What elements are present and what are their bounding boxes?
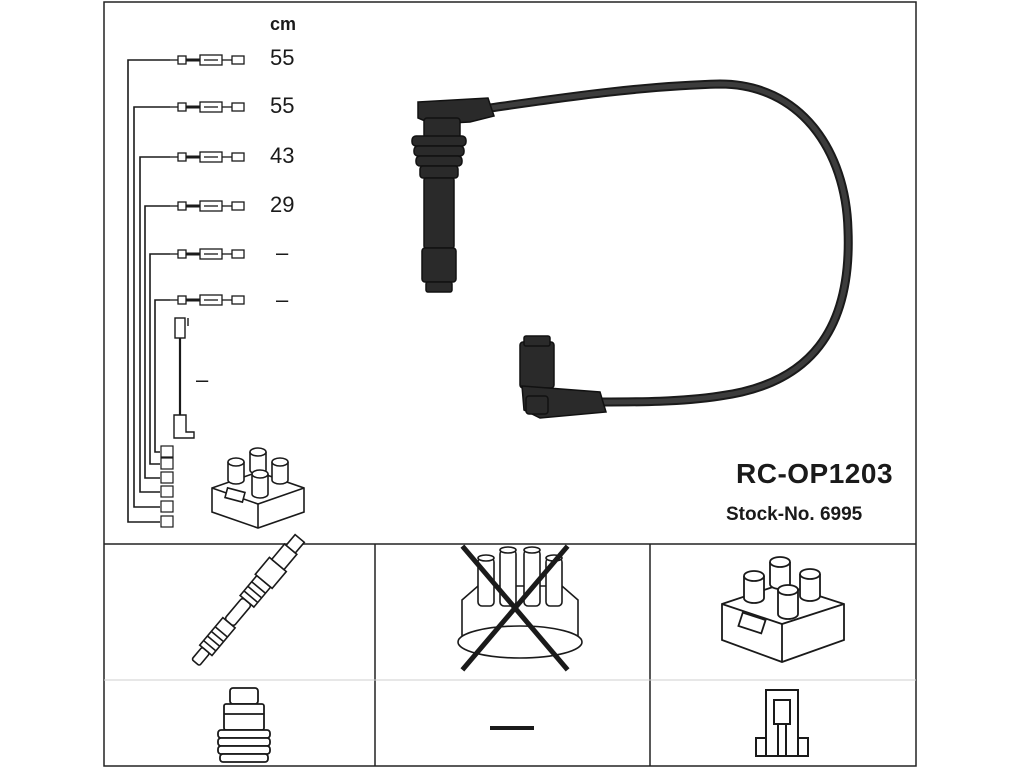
lead-length-5: – [276,240,289,265]
lead-connector-4 [170,200,245,212]
lead-connector-3 [170,151,245,163]
lead-connector-1 [170,54,245,66]
lead-length-4: 29 [270,192,295,217]
stock-number: Stock-No. 6995 [726,504,863,525]
lead-list-schematic [127,59,174,528]
coil-pack-small-illustration [211,447,305,529]
lead-length-2: 55 [270,93,295,118]
lead-length-6: – [276,287,289,312]
part-number: RC-OP1203 [736,458,894,489]
connector-rows [170,54,245,306]
ignition-lead-drawing [411,79,853,419]
coil-connector-icon [755,689,809,757]
plug-boot-icon [217,687,271,763]
lead-connector-2 [170,101,245,113]
coil-pack-icon [721,556,845,663]
outer-frame [103,1,917,767]
not-applicable-cross-icon [460,544,570,672]
coil-lead-drawing [173,317,195,439]
unit-label: cm [270,14,297,34]
lead-connector-6 [170,294,245,306]
lead-length-1: 55 [270,45,295,70]
lead-connector-5 [170,248,245,260]
lead-length-3: 43 [270,143,295,168]
spark-plug-icon [191,533,306,666]
coil-lead-length: – [196,367,209,392]
